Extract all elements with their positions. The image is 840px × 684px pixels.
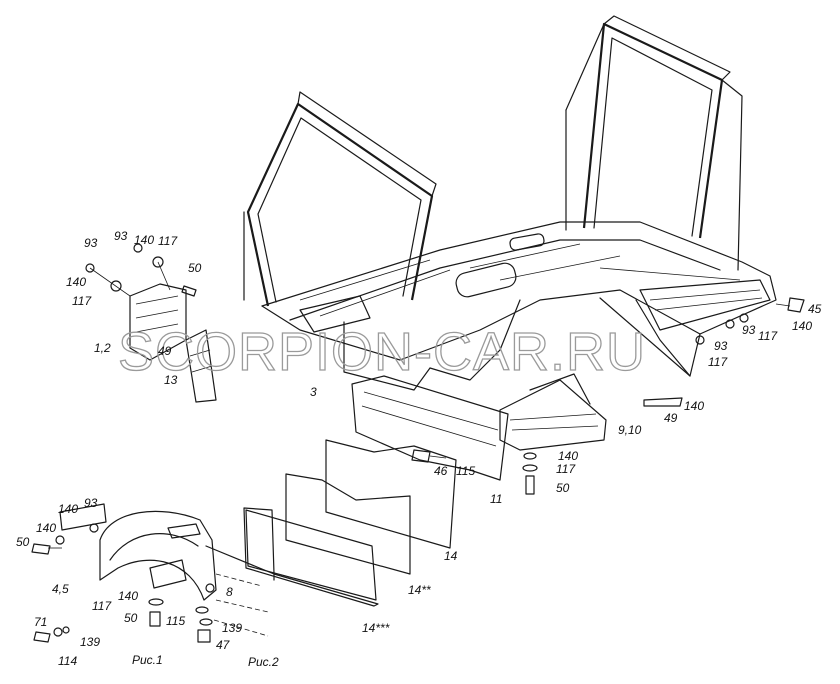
callout-label: 50 [188, 261, 202, 275]
callout-label: 140 [118, 589, 138, 603]
lower-fasteners [411, 449, 538, 495]
callout-label: 93 [742, 323, 756, 337]
callout-label: 14** [408, 583, 431, 597]
callout-label: 115 [456, 464, 475, 478]
figure-caption-2: Рис.2 [248, 655, 279, 669]
callout-label: 13 [164, 373, 178, 387]
callout-label: 50 [124, 611, 138, 625]
callout-label: 50 [16, 535, 30, 549]
callout-label: 117 [72, 294, 92, 308]
callout-label: 50 [556, 481, 570, 495]
step-panel [499, 373, 683, 451]
callout-label: 139 [222, 621, 242, 635]
cab-frame [243, 15, 777, 391]
callout-label: 45 [808, 302, 822, 316]
callout-label: 114 [58, 654, 77, 668]
callout-label: 9,10 [618, 423, 642, 437]
callout-label: 140 [684, 399, 704, 413]
callout-label: 140 [792, 319, 812, 333]
callout-label: 49 [664, 411, 678, 425]
callout-label: 140 [134, 233, 154, 247]
panel-stack [243, 375, 509, 607]
callout-label: 93 [84, 496, 98, 510]
callout-label: 14 [444, 549, 458, 563]
callout-label: 140 [558, 449, 578, 463]
callout-label: 117 [92, 599, 112, 613]
callout-label: 4,5 [52, 582, 69, 596]
callout-label: 115 [166, 614, 185, 628]
callout-label: 71 [34, 615, 47, 629]
left-bracket-group [85, 243, 217, 403]
callout-label: 47 [216, 638, 231, 652]
callout-label: 139 [80, 635, 100, 649]
callout-label: 140 [58, 502, 78, 516]
watermark: SCORPION-CAR.RU [118, 322, 646, 382]
callout-label: 117 [758, 329, 778, 343]
callout-label: 1,2 [94, 341, 111, 355]
mudguard-fig1 [31, 503, 275, 643]
figure-caption-1: Рис.1 [132, 653, 163, 667]
callout-label: 117 [158, 234, 178, 248]
callout-label: 140 [36, 521, 56, 535]
callout-label: 3 [310, 385, 317, 399]
callout-labels: 93 93 140 117 140 117 50 1,2 49 13 3 45 … [16, 229, 822, 668]
callout-label: 46 [434, 464, 448, 478]
callout-label: 140 [66, 275, 86, 289]
callout-label: 117 [556, 462, 576, 476]
callout-label: 93 [114, 229, 128, 243]
callout-label: 117 [708, 355, 728, 369]
right-fasteners [695, 297, 805, 345]
callout-label: 49 [158, 344, 172, 358]
callout-label: 93 [714, 339, 728, 353]
callout-label: 11 [490, 492, 502, 506]
callout-label: 93 [84, 236, 98, 250]
callout-label: 8 [226, 585, 233, 599]
callout-label: 14*** [362, 621, 390, 635]
